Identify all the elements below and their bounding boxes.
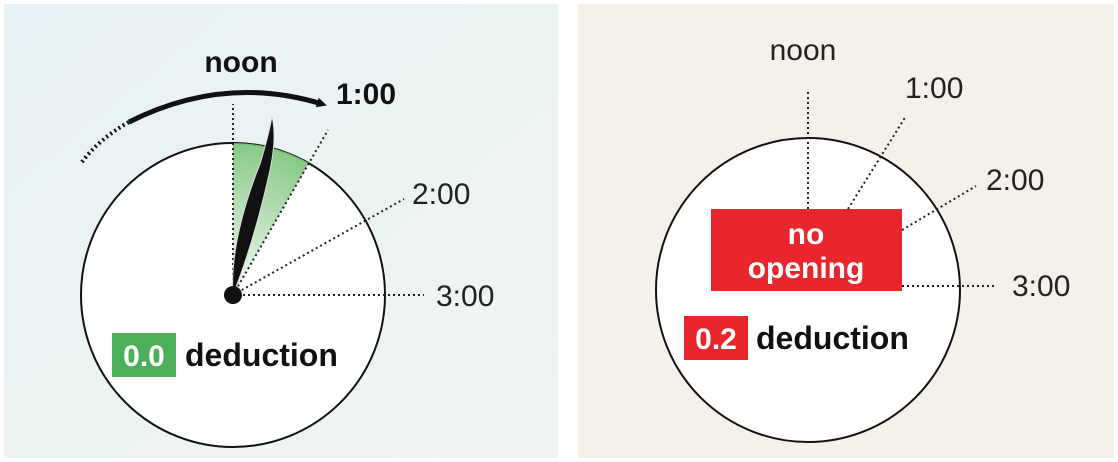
left-clock-panel: noon 1:00 2:00 3:00 0.0 deduction	[4, 4, 558, 458]
one-oclock-label: 1:00	[336, 78, 396, 111]
three-oclock-label: 3:00	[1012, 270, 1070, 303]
two-oclock-guide-line	[901, 185, 977, 231]
deduction-badge	[112, 333, 176, 377]
rotation-arrow-tail	[80, 120, 130, 164]
three-oclock-label: 3:00	[436, 280, 494, 313]
deduction-value: 0.0	[123, 340, 165, 373]
left-clock-diagram: noon 1:00 2:00 3:00 0.0 deduction	[4, 4, 558, 458]
deduction-value: 0.2	[695, 323, 737, 356]
no-opening-line2: opening	[748, 252, 865, 285]
rotation-arrow	[127, 89, 327, 125]
right-clock-diagram: no opening noon 1:00 2:00 3:00 0.2 deduc…	[578, 4, 1114, 458]
deduction-badge	[684, 316, 748, 360]
deduction-label: deduction	[185, 337, 338, 373]
clock-center-pivot	[224, 286, 242, 304]
one-oclock-label: 1:00	[905, 72, 963, 105]
noon-label: noon	[770, 34, 837, 67]
one-oclock-guide-line	[232, 129, 329, 296]
noon-label: noon	[204, 46, 277, 79]
right-clock-panel: no opening noon 1:00 2:00 3:00 0.2 deduc…	[578, 4, 1114, 458]
no-opening-box	[711, 209, 902, 291]
one-oclock-guide-line	[847, 115, 907, 210]
clock-hand	[232, 115, 275, 296]
two-oclock-label: 2:00	[986, 164, 1044, 197]
light-streak	[114, 214, 233, 295]
deduction-label: deduction	[756, 320, 909, 356]
acceptable-zone-wedge	[233, 142, 309, 295]
no-opening-line1: no	[788, 218, 825, 251]
two-oclock-label: 2:00	[412, 178, 470, 211]
